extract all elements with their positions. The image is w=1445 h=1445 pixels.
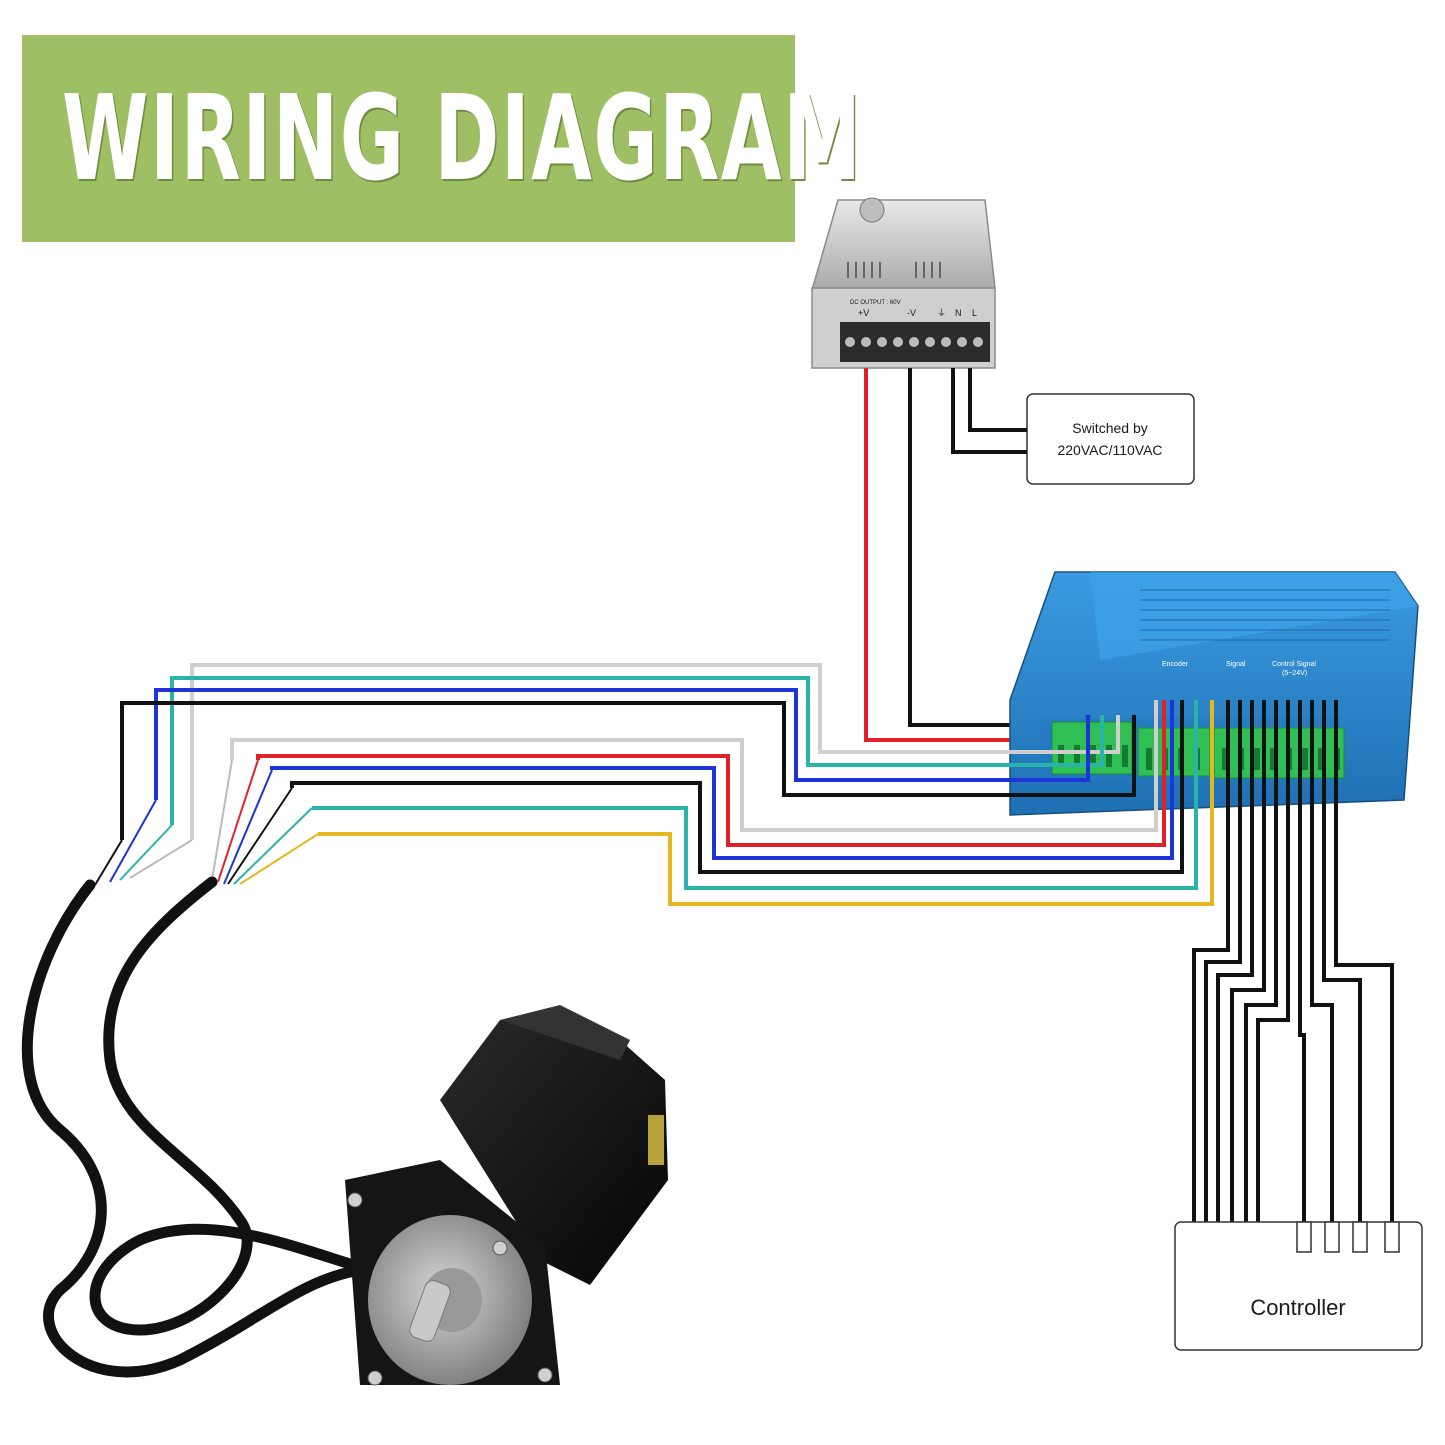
wire-enc-teal bbox=[312, 700, 1198, 890]
driver-label-encoder: Encoder bbox=[1162, 661, 1189, 668]
ac-box-line2: 220VAC/110VAC bbox=[1057, 442, 1162, 458]
banner-title: WIRING DIAGRAM bbox=[62, 70, 863, 207]
driver-label-plate bbox=[1090, 572, 1418, 660]
motor-sticker bbox=[648, 1115, 664, 1165]
psu-screws bbox=[845, 337, 983, 347]
psu-terminal-l: L bbox=[972, 308, 977, 318]
controller-box: Controller bbox=[1174, 1221, 1423, 1351]
psu-top bbox=[810, 199, 996, 291]
title-banner: WIRING DIAGRAM bbox=[22, 35, 861, 242]
cable-encoder bbox=[89, 876, 376, 1336]
wire-ctrl-10 bbox=[1334, 700, 1394, 1222]
wire-enc-yellow bbox=[318, 700, 1214, 906]
wire-ctrl-4 bbox=[1230, 700, 1266, 1222]
wire-enc-red bbox=[256, 700, 1166, 847]
wire-enc-blue bbox=[270, 700, 1174, 860]
motor-shaft bbox=[409, 1280, 451, 1342]
driver-label-voltage: (5~24V) bbox=[1282, 670, 1307, 677]
power-supply: DC OUTPUT : 60V +V -V ⏚ N L bbox=[810, 197, 996, 369]
wire-ctrl-7 bbox=[1298, 700, 1306, 1222]
driver-label-signal: Signal bbox=[1226, 661, 1246, 668]
wire-enc-gray bbox=[230, 700, 1158, 832]
wire-ctrl-1 bbox=[1192, 700, 1230, 1222]
motor-top bbox=[500, 1005, 630, 1060]
psu-vents bbox=[847, 262, 941, 278]
wire-enc-black bbox=[290, 700, 1184, 874]
motor-screws bbox=[347, 1192, 553, 1386]
wire-phase-gray bbox=[190, 663, 1120, 840]
psu-dc-label: DC OUTPUT : 60V bbox=[850, 300, 901, 306]
wire-phase-black bbox=[120, 701, 1136, 840]
motor-phase-wires bbox=[120, 663, 1136, 840]
ac-box-line1: Switched by bbox=[1072, 420, 1147, 436]
psu-terminal-ground: ⏚ bbox=[937, 308, 946, 318]
wire-ctrl-9 bbox=[1322, 700, 1362, 1222]
controller-pins bbox=[1296, 1221, 1400, 1253]
cable-fanout bbox=[94, 759, 319, 886]
cable-power bbox=[21, 879, 366, 1378]
wire-ac-n bbox=[951, 368, 1027, 454]
wire-phase-blue bbox=[154, 688, 1090, 800]
fan-icon bbox=[859, 197, 885, 223]
driver-group-labels: Encoder Signal Control Signal (5~24V) bbox=[1162, 661, 1316, 677]
psu-terminal-vminus: -V bbox=[907, 308, 916, 318]
wire-ctrl-5 bbox=[1244, 700, 1278, 1222]
driver-table-lines bbox=[1140, 589, 1390, 641]
wire-ctrl-8 bbox=[1310, 700, 1334, 1222]
wire-ctrl-2 bbox=[1204, 700, 1242, 1222]
ac-switch-box: Switched by 220VAC/110VAC bbox=[1026, 393, 1195, 485]
driver-label-control: Control Signal bbox=[1272, 661, 1316, 668]
psu-terminal-labels: +V -V ⏚ N L bbox=[858, 308, 977, 318]
motor-cables bbox=[21, 876, 376, 1378]
wire-ctrl-6 bbox=[1256, 700, 1290, 1222]
controller-wires bbox=[1192, 700, 1394, 1222]
encoder-wires bbox=[230, 700, 1214, 906]
psu-terminal-vplus: +V bbox=[858, 308, 869, 318]
wire-ctrl-3 bbox=[1216, 700, 1254, 1222]
controller-label: Controller bbox=[1250, 1295, 1345, 1320]
wire-ac-l bbox=[968, 368, 1027, 432]
stepper-driver: Encoder Signal Control Signal (5~24V) bbox=[1009, 571, 1419, 816]
psu-terminal-n: N bbox=[955, 308, 962, 318]
stepper-motor bbox=[345, 1005, 668, 1386]
motor-body bbox=[440, 1020, 668, 1285]
